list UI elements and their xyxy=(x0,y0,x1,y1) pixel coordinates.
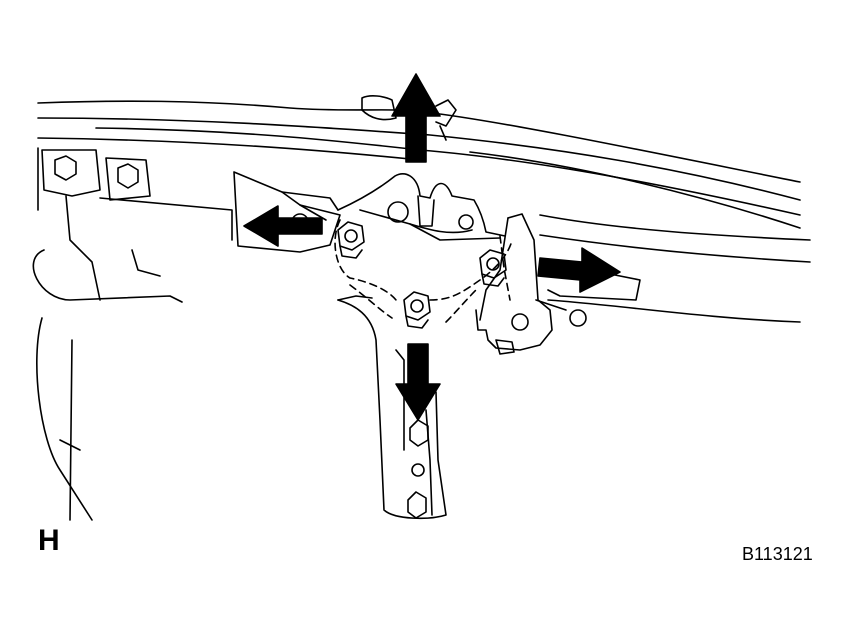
bolts xyxy=(337,221,507,329)
hood-lock-assembly xyxy=(233,171,641,520)
figure-id: B113121 xyxy=(742,544,813,564)
bolt-icon xyxy=(479,249,507,287)
removal-arrows xyxy=(243,73,621,421)
bolt-icon xyxy=(117,163,139,189)
arrow-right xyxy=(537,247,621,293)
arrow-up xyxy=(391,73,441,163)
view-label: H xyxy=(38,524,60,557)
bolt-icon xyxy=(337,221,365,259)
arrow-left xyxy=(243,205,323,247)
bolt-icon xyxy=(403,291,431,329)
left-mount-area xyxy=(32,149,233,521)
bolt-icon xyxy=(54,155,77,181)
hood-release-cable xyxy=(361,95,457,141)
arrow-down xyxy=(395,343,441,421)
